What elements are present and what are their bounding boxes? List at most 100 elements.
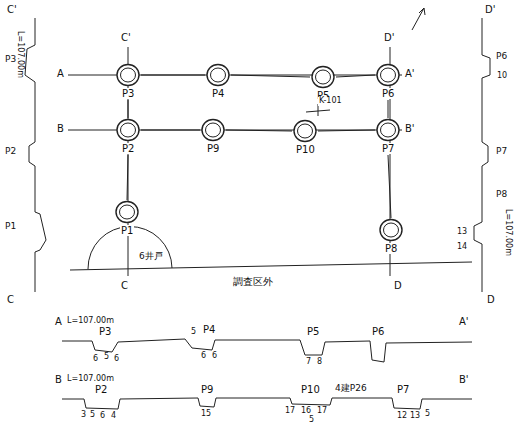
drawing-label: C <box>120 280 129 291</box>
layer-number: 5 <box>103 353 110 362</box>
drawing-label: P3 <box>98 326 112 337</box>
layer-number: 6 <box>92 355 99 364</box>
section-profile <box>62 398 472 409</box>
layer-number: 5 <box>308 416 315 425</box>
layer-number: 8 <box>316 358 323 367</box>
drawing-label: D <box>393 280 403 291</box>
drawing-label: B' <box>458 374 470 385</box>
drawing-label: 調査区外 <box>232 276 274 287</box>
layer-number: 7 <box>305 358 312 367</box>
layer-number: 17 <box>316 407 328 416</box>
pit-number: P7 <box>381 143 395 154</box>
pit-number: P3 <box>121 88 135 99</box>
post-hole: P2 <box>115 118 141 155</box>
building-line <box>388 155 391 218</box>
post-hole: P7 <box>375 118 401 155</box>
pit-outline <box>115 63 141 87</box>
drawing-label: P3 <box>4 55 17 65</box>
layer-number: 3 <box>80 411 87 420</box>
drawing-label: C' <box>6 4 18 15</box>
drawing-label: P2 <box>4 147 17 157</box>
pit-number: P1 <box>120 225 134 236</box>
drawing-label: P10 <box>300 384 321 395</box>
drawing-label: A <box>56 68 65 79</box>
pit-number: P2 <box>121 143 135 154</box>
layer-number: 13 <box>456 228 468 237</box>
layer-number: K-101 <box>318 97 343 106</box>
pit-outline <box>200 118 226 142</box>
pit-number: P4 <box>211 88 225 99</box>
north-arrow <box>412 8 425 30</box>
pit-outline <box>310 65 336 89</box>
post-hole: P6 <box>375 63 401 100</box>
post-hole: P4 <box>205 63 231 100</box>
building-line <box>318 130 375 131</box>
layer-number: 5 <box>89 411 96 420</box>
building-line <box>336 75 375 77</box>
drawing-label: B <box>54 374 63 385</box>
layer-number: L=107.00m <box>66 375 115 384</box>
drawing-label: P6 <box>371 326 385 337</box>
layer-number: 6 <box>200 352 207 361</box>
layer-number: 5 <box>190 328 197 337</box>
building-line <box>231 75 310 77</box>
drawing-label: B <box>56 123 65 134</box>
pit-number: P8 <box>384 243 398 254</box>
layer-number: 14 <box>456 243 468 252</box>
drawing-label: P6 <box>495 52 508 62</box>
pit-number: P6 <box>381 88 395 99</box>
pit-outline <box>375 118 401 142</box>
building-line <box>141 75 205 76</box>
drawing-label: A' <box>404 68 416 79</box>
layer-number: 17 <box>284 407 296 416</box>
grid-mark <box>306 104 330 116</box>
pit-outline <box>375 63 401 87</box>
drawing-label: D' <box>484 4 496 15</box>
pit-outline <box>205 63 231 87</box>
post-hole: P3 <box>115 63 141 100</box>
post-hole: P1 <box>114 200 140 237</box>
building-line <box>141 130 200 131</box>
drawing-label: P4 <box>202 324 216 335</box>
pit-number: P10 <box>295 144 316 155</box>
drawing-label: C' <box>120 32 132 43</box>
drawing-label: 4建P26 <box>334 384 368 394</box>
section-profile <box>62 339 472 362</box>
drawing-label: D <box>486 294 496 305</box>
layer-number: 16 <box>300 407 312 416</box>
layer-number: 4 <box>110 412 117 421</box>
section-profile <box>474 18 490 292</box>
drawing-label: P5 <box>306 326 320 337</box>
drawing-label: A' <box>458 316 470 327</box>
boundary-line <box>70 262 472 270</box>
drawing-label: P8 <box>495 190 508 200</box>
drawing-label: P9 <box>200 384 214 395</box>
section-profile <box>25 18 46 292</box>
building-line <box>127 155 128 200</box>
drawing-label: P7 <box>396 384 410 395</box>
pit-outline <box>292 119 318 143</box>
drawing-label: B' <box>404 123 416 134</box>
pit-outline <box>115 118 141 142</box>
drawing-label: P2 <box>94 384 108 395</box>
layer-number: 5 <box>424 410 431 419</box>
layer-number: 12 <box>396 412 408 421</box>
drawing-label: A <box>54 316 63 327</box>
layer-number: 6 <box>211 352 218 361</box>
pit-number: P9 <box>206 143 220 154</box>
building-line <box>388 100 389 118</box>
layer-number: 13 <box>409 412 421 421</box>
drawing-label: 6井戸 <box>138 252 164 262</box>
post-hole: P9 <box>200 118 226 155</box>
layer-number: L=107.00m <box>503 208 512 257</box>
building-line <box>226 130 292 131</box>
drawing-label: C <box>6 294 15 305</box>
layer-number: 10 <box>496 72 508 81</box>
layer-number: 15 <box>200 410 212 419</box>
post-hole: P10 <box>292 119 318 156</box>
drawing-label: P1 <box>4 222 17 232</box>
drawing-label: D' <box>383 32 395 43</box>
post-hole: P8 <box>378 218 404 255</box>
building-line <box>128 100 129 118</box>
layer-number: 6 <box>99 412 106 421</box>
